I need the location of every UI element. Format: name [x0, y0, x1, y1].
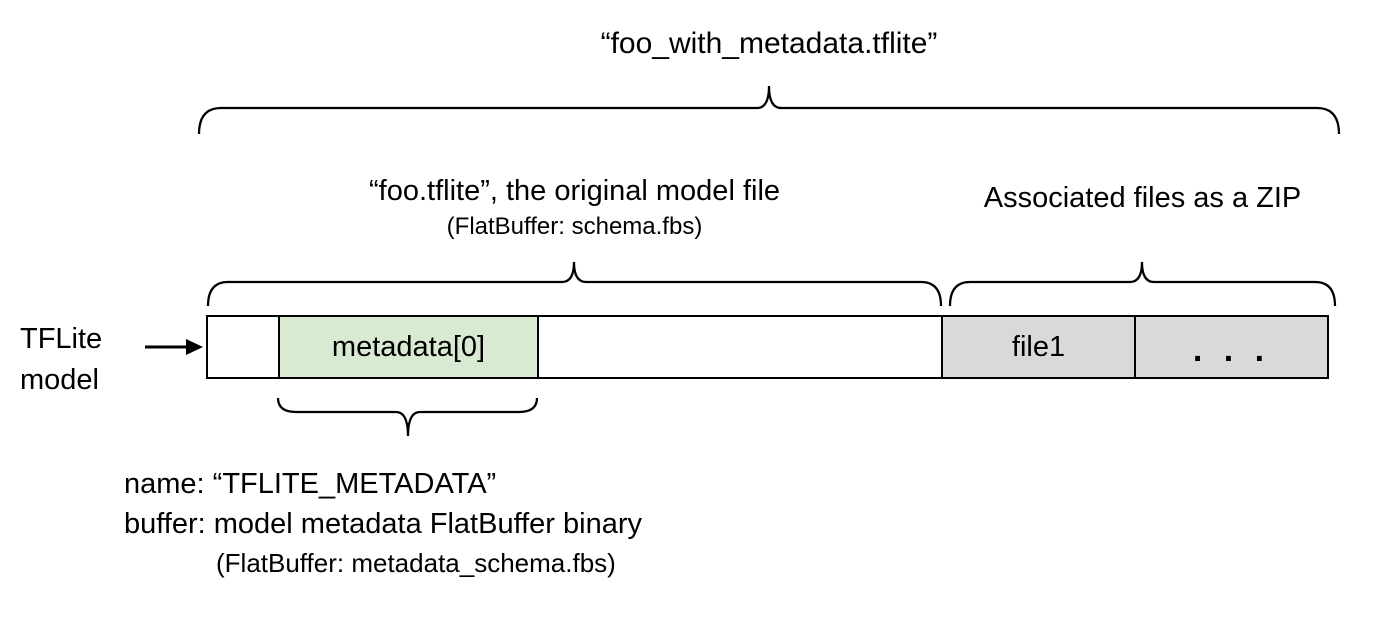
metadata-buffer-line: buffer: model metadata FlatBuffer binary	[124, 508, 642, 540]
bar-segment-more-files: . . .	[1134, 317, 1327, 377]
metadata-schema-line: (FlatBuffer: metadata_schema.fbs)	[216, 548, 616, 578]
bar-segment-header	[208, 317, 278, 377]
metadata-annotation: name: “TFLITE_METADATA” buffer: model me…	[124, 464, 642, 544]
bar-segment-file1: file1	[941, 317, 1134, 377]
tflite-model-label-line1: TFLite	[20, 323, 103, 355]
metadata-under-brace	[276, 397, 539, 437]
tflite-model-label-line2: model	[20, 364, 99, 396]
bar-segment-model-body	[537, 317, 941, 377]
bar-segment-label: metadata[0]	[331, 330, 486, 363]
metadata-name-line: name: “TFLITE_METADATA”	[124, 468, 497, 500]
model-file-bar: metadata[0] file1 . . .	[206, 315, 1329, 379]
zip-section-label: Associated files as a ZIP	[983, 182, 1302, 214]
tflite-model-label: TFLite model	[20, 319, 102, 401]
file-top-brace	[197, 85, 1341, 135]
model-section-sublabel: (FlatBuffer: schema.fbs)	[446, 213, 703, 240]
zip-section-brace	[948, 261, 1337, 307]
model-section-brace	[206, 261, 943, 307]
model-section-label: “foo.tflite”, the original model file	[368, 175, 781, 207]
arrow-icon	[145, 339, 203, 355]
bar-segment-metadata: metadata[0]	[278, 317, 537, 377]
bar-segment-label: file1	[1011, 330, 1066, 363]
file-title: “foo_with_metadata.tflite”	[600, 27, 938, 60]
ellipsis-label: . . .	[1192, 330, 1271, 369]
